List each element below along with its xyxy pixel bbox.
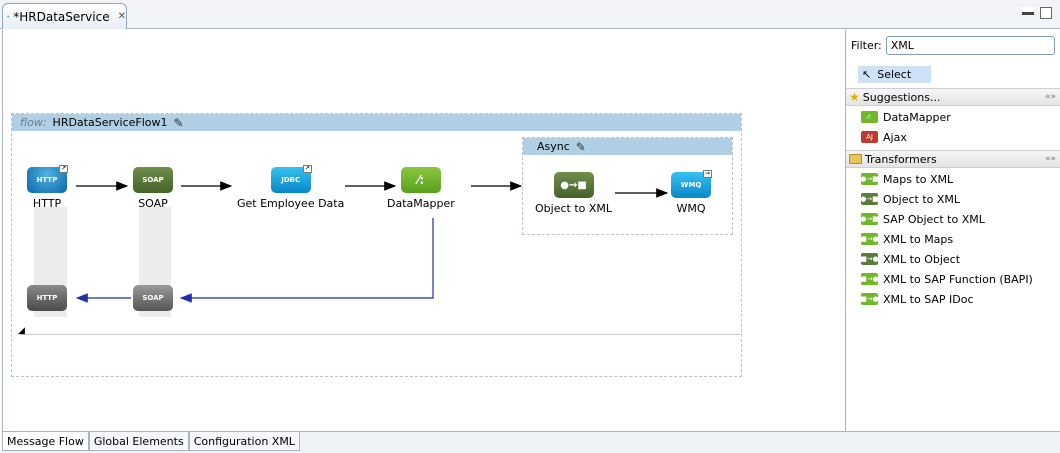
palette-item-label: Object to XML bbox=[883, 192, 961, 206]
editor-tab-bar: *HRDataService ✕ bbox=[0, 0, 1060, 29]
http-node-label: HTTP bbox=[32, 197, 62, 210]
async-header[interactable]: Async ✎ bbox=[523, 138, 732, 155]
collapse-handle-icon[interactable]: ◢ bbox=[18, 326, 25, 336]
editor-tab-title: *HRDataService bbox=[13, 9, 110, 24]
transformer-icon: ●→■ bbox=[860, 193, 879, 205]
object-to-xml-label: Object to XML bbox=[535, 202, 613, 215]
object-to-xml-icon: ●→■ bbox=[553, 172, 594, 198]
soap-component-icon: SOAP bbox=[133, 167, 173, 193]
palette-item-maps-to-xml[interactable]: ●→■ Maps to XML bbox=[860, 170, 954, 188]
transformer-icon: ●→■ bbox=[860, 173, 879, 185]
folder-icon bbox=[849, 154, 862, 164]
edit-async-icon[interactable]: ✎ bbox=[575, 139, 586, 154]
palette-item-label: XML to Maps bbox=[883, 232, 954, 246]
flow-canvas[interactable]: flow: HRDataServiceFlow1 ✎ ◢ Async ✎ HTT… bbox=[2, 30, 844, 431]
soap-node[interactable]: SOAP SOAP bbox=[133, 167, 173, 210]
flow-name: HRDataServiceFlow1 bbox=[52, 116, 168, 129]
wmq-endpoint-icon: WMQ→ bbox=[671, 170, 712, 198]
datamapper-node-label: DataMapper bbox=[387, 197, 455, 210]
transformer-icon: ●→■ bbox=[860, 213, 879, 225]
palette-item-label: XML to Object bbox=[883, 252, 961, 266]
datamapper-icon: ⁄: bbox=[400, 167, 441, 193]
wmq-node[interactable]: WMQ→ WMQ bbox=[671, 170, 712, 215]
connector-datamapper-soap-response bbox=[179, 218, 434, 303]
transformer-icon: ■→● bbox=[860, 293, 879, 305]
collapse-suggestions-icon[interactable]: «» bbox=[1044, 92, 1056, 102]
ajax-icon: AJ bbox=[861, 131, 878, 143]
filter-label: Filter: bbox=[851, 39, 882, 52]
tab-message-flow[interactable]: Message Flow bbox=[2, 432, 89, 451]
flow-header[interactable]: flow: HRDataServiceFlow1 ✎ bbox=[12, 114, 741, 131]
jdbc-node-label: Get Employee Data bbox=[237, 197, 345, 210]
soap-response-node[interactable]: SOAP bbox=[133, 285, 173, 311]
transformer-icon: ■→● bbox=[860, 233, 879, 245]
minimize-button[interactable] bbox=[1022, 7, 1034, 15]
collapse-transformers-icon[interactable]: «» bbox=[1044, 154, 1056, 164]
star-icon: ★ bbox=[849, 90, 860, 104]
async-scope[interactable]: Async ✎ bbox=[522, 137, 733, 235]
jdbc-endpoint-icon: JDBC↗ bbox=[270, 165, 312, 193]
select-tool[interactable]: ↖ Select bbox=[858, 66, 931, 83]
palette-item-xml-to-sap-idoc[interactable]: ■→● XML to SAP IDoc bbox=[860, 290, 974, 308]
select-tool-label: Select bbox=[877, 68, 912, 81]
flow-divider bbox=[20, 334, 740, 335]
palette-item-label: DataMapper bbox=[883, 110, 951, 124]
mule-icon bbox=[7, 15, 10, 18]
flow-keyword: flow: bbox=[20, 116, 47, 129]
maximize-button[interactable] bbox=[1040, 7, 1052, 19]
async-title: Async bbox=[537, 140, 570, 153]
datamapper-node[interactable]: ⁄: DataMapper bbox=[387, 167, 455, 210]
palette-item-xml-to-maps[interactable]: ■→● XML to Maps bbox=[860, 230, 954, 248]
editor-bottom-tabs: Message Flow Global Elements Configurati… bbox=[2, 431, 1060, 453]
palette-item-label: Maps to XML bbox=[883, 172, 954, 186]
palette-panel: Filter: ↖ Select ★ Suggestions... «» ⁄: … bbox=[845, 30, 1060, 431]
edit-flow-icon[interactable]: ✎ bbox=[173, 115, 184, 130]
flow-connectors bbox=[75, 181, 669, 303]
palette-item-label: XML to SAP IDoc bbox=[883, 292, 974, 306]
jdbc-node[interactable]: JDBC↗ Get Employee Data bbox=[237, 165, 345, 210]
http-response-node[interactable]: HTTP bbox=[27, 285, 67, 311]
datamapper-icon: ⁄: bbox=[861, 111, 878, 123]
palette-item-datamapper[interactable]: ⁄: DataMapper bbox=[861, 108, 951, 126]
palette-item-ajax[interactable]: AJ Ajax bbox=[861, 128, 907, 146]
pointer-icon: ↖ bbox=[862, 68, 872, 81]
soap-node-label: SOAP bbox=[138, 197, 168, 210]
palette-filter: Filter: bbox=[851, 36, 1055, 55]
suggestions-header[interactable]: ★ Suggestions... «» bbox=[846, 88, 1060, 106]
tab-configuration-xml[interactable]: Configuration XML bbox=[188, 432, 300, 451]
palette-item-xml-to-sap-function[interactable]: ■→● XML to SAP Function (BAPI) bbox=[860, 270, 1033, 288]
tab-global-elements[interactable]: Global Elements bbox=[88, 432, 189, 451]
palette-item-label: SAP Object to XML bbox=[883, 212, 985, 226]
palette-item-xml-to-object[interactable]: ■→● XML to Object bbox=[860, 250, 961, 268]
transformer-icon: ■→● bbox=[860, 253, 879, 265]
http-endpoint-icon: HTTP↗ bbox=[27, 165, 68, 193]
object-to-xml-node[interactable]: ●→■ Object to XML bbox=[535, 172, 612, 215]
transformers-header[interactable]: Transformers «» bbox=[846, 150, 1060, 168]
http-node[interactable]: HTTP↗ HTTP bbox=[27, 165, 68, 210]
palette-item-object-to-xml[interactable]: ●→■ Object to XML bbox=[860, 190, 961, 208]
editor-tab-hrdataservice[interactable]: *HRDataService ✕ bbox=[2, 3, 127, 29]
transformers-title: Transformers bbox=[865, 152, 937, 166]
suggestions-title: Suggestions... bbox=[862, 90, 941, 104]
close-tab-icon[interactable]: ✕ bbox=[117, 11, 126, 22]
palette-item-label: Ajax bbox=[883, 130, 907, 144]
palette-item-sap-object-to-xml[interactable]: ●→■ SAP Object to XML bbox=[860, 210, 985, 228]
soap-response-icon: SOAP bbox=[133, 285, 173, 311]
window-controls bbox=[1022, 7, 1052, 19]
wmq-node-label: WMQ bbox=[676, 202, 706, 215]
http-response-icon: HTTP bbox=[27, 285, 67, 311]
filter-input[interactable] bbox=[885, 36, 1055, 55]
palette-item-label: XML to SAP Function (BAPI) bbox=[883, 272, 1033, 286]
transformer-icon: ■→● bbox=[860, 273, 879, 285]
